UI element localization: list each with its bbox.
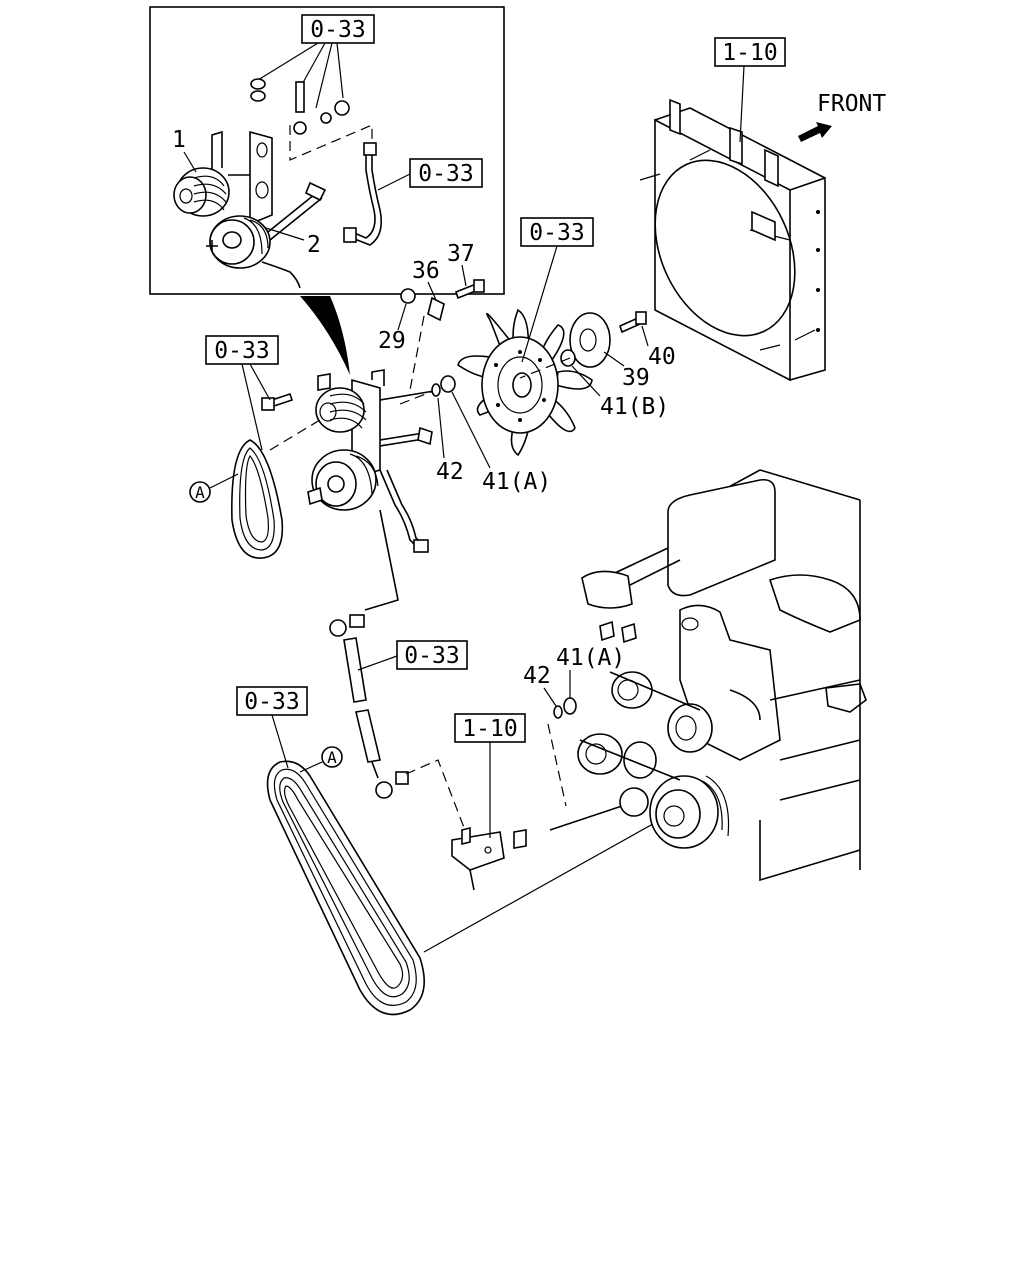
- ref-box-rod[interactable]: 0-33: [396, 640, 468, 670]
- callout-41a-top: 41(A): [482, 469, 551, 495]
- svg-text:A: A: [195, 483, 205, 502]
- cooling-fan: [457, 308, 593, 457]
- callout-40: 40: [648, 344, 676, 370]
- inset-leaders: [257, 42, 344, 109]
- engine-dashed-guide: [547, 723, 567, 807]
- ref-box-fan[interactable]: 0-33: [520, 217, 594, 247]
- callout-29: 29: [378, 328, 406, 354]
- callout-36: 36: [412, 258, 440, 284]
- fan-spacer: [569, 312, 611, 368]
- tensioner-detail-inset: 0-33: [149, 6, 505, 375]
- belt-small-dashed: [269, 419, 321, 451]
- drive-belt-small: [231, 439, 284, 559]
- tension-rod-assembly: [329, 509, 409, 799]
- fan-bracket-hardware: [400, 279, 485, 322]
- radiator-shroud: [639, 98, 826, 382]
- belt-small-leaders: [241, 363, 271, 451]
- belt-small-marker: A: [189, 473, 239, 503]
- callout-39: 39: [622, 365, 650, 391]
- front-label: FRONT: [817, 91, 886, 117]
- inset-hardware: [250, 78, 350, 135]
- callout-41a-low: 41(A): [556, 645, 625, 671]
- svg-text:1-10: 1-10: [462, 716, 517, 742]
- tensioner-dashed-guide: [399, 389, 437, 405]
- front-arrow-icon: [798, 122, 832, 142]
- fan-nut: [560, 349, 576, 367]
- engine-washer-nut: [553, 697, 577, 719]
- rod-dashed-guide: [405, 759, 469, 839]
- inset-hose: [343, 142, 383, 246]
- rod-leader: [357, 655, 398, 671]
- tensioner-washer-nut: [431, 375, 456, 397]
- callout-37: 37: [447, 241, 475, 267]
- bracket-dashed-guide: [409, 315, 425, 391]
- svg-text:1-10: 1-10: [722, 40, 777, 66]
- inset-rod: [267, 189, 323, 241]
- inset-idler-pulley: [173, 130, 250, 217]
- front-direction-indicator: FRONT: [798, 91, 886, 142]
- svg-text:0-33: 0-33: [404, 643, 459, 669]
- ref-box-inset-top[interactable]: 0-33: [301, 14, 375, 44]
- fan-bolt: [619, 311, 647, 334]
- callout-1: 1: [172, 127, 186, 153]
- ref-box-inset-hose[interactable]: 0-33: [409, 158, 483, 188]
- tensioner-bolt: [261, 392, 294, 411]
- fan-axis-dashed: [519, 357, 571, 379]
- svg-text:A: A: [327, 748, 337, 767]
- ref-box-belt-large[interactable]: 0-33: [236, 686, 308, 716]
- inset-frame: [149, 6, 505, 295]
- belt-large-tie-line: [423, 819, 661, 953]
- inset-tension-pulley: [206, 215, 271, 269]
- inset-pointer: [300, 296, 350, 375]
- fan-leader: [521, 245, 558, 363]
- inset-lower-hose: [261, 261, 301, 289]
- callout-41b: 41(B): [600, 394, 669, 420]
- svg-text:0-33: 0-33: [529, 220, 584, 246]
- mount-bracket: [451, 826, 527, 891]
- svg-text:0-33: 0-33: [244, 689, 299, 715]
- ref-box-bracket[interactable]: 1-10: [454, 713, 526, 743]
- shroud-leader: [739, 65, 745, 143]
- svg-text:0-33: 0-33: [214, 338, 269, 364]
- belt-large-leader: [271, 714, 289, 769]
- callout-2: 2: [307, 232, 321, 258]
- svg-text:0-33: 0-33: [418, 161, 473, 187]
- engine-block: [549, 469, 867, 882]
- callout-42-low: 42: [523, 663, 551, 689]
- inset-dashed-guide: [289, 124, 373, 161]
- inset-bracket: [249, 130, 273, 226]
- drive-belt-large: [266, 760, 426, 1016]
- tensioner-assembly: [307, 369, 441, 553]
- ref-box-shroud[interactable]: 1-10: [714, 37, 786, 67]
- belt-large-marker: A: [299, 746, 343, 773]
- ref-box-belt-small[interactable]: 0-33: [205, 335, 279, 365]
- callout-42-top: 42: [436, 459, 464, 485]
- svg-text:0-33: 0-33: [310, 17, 365, 43]
